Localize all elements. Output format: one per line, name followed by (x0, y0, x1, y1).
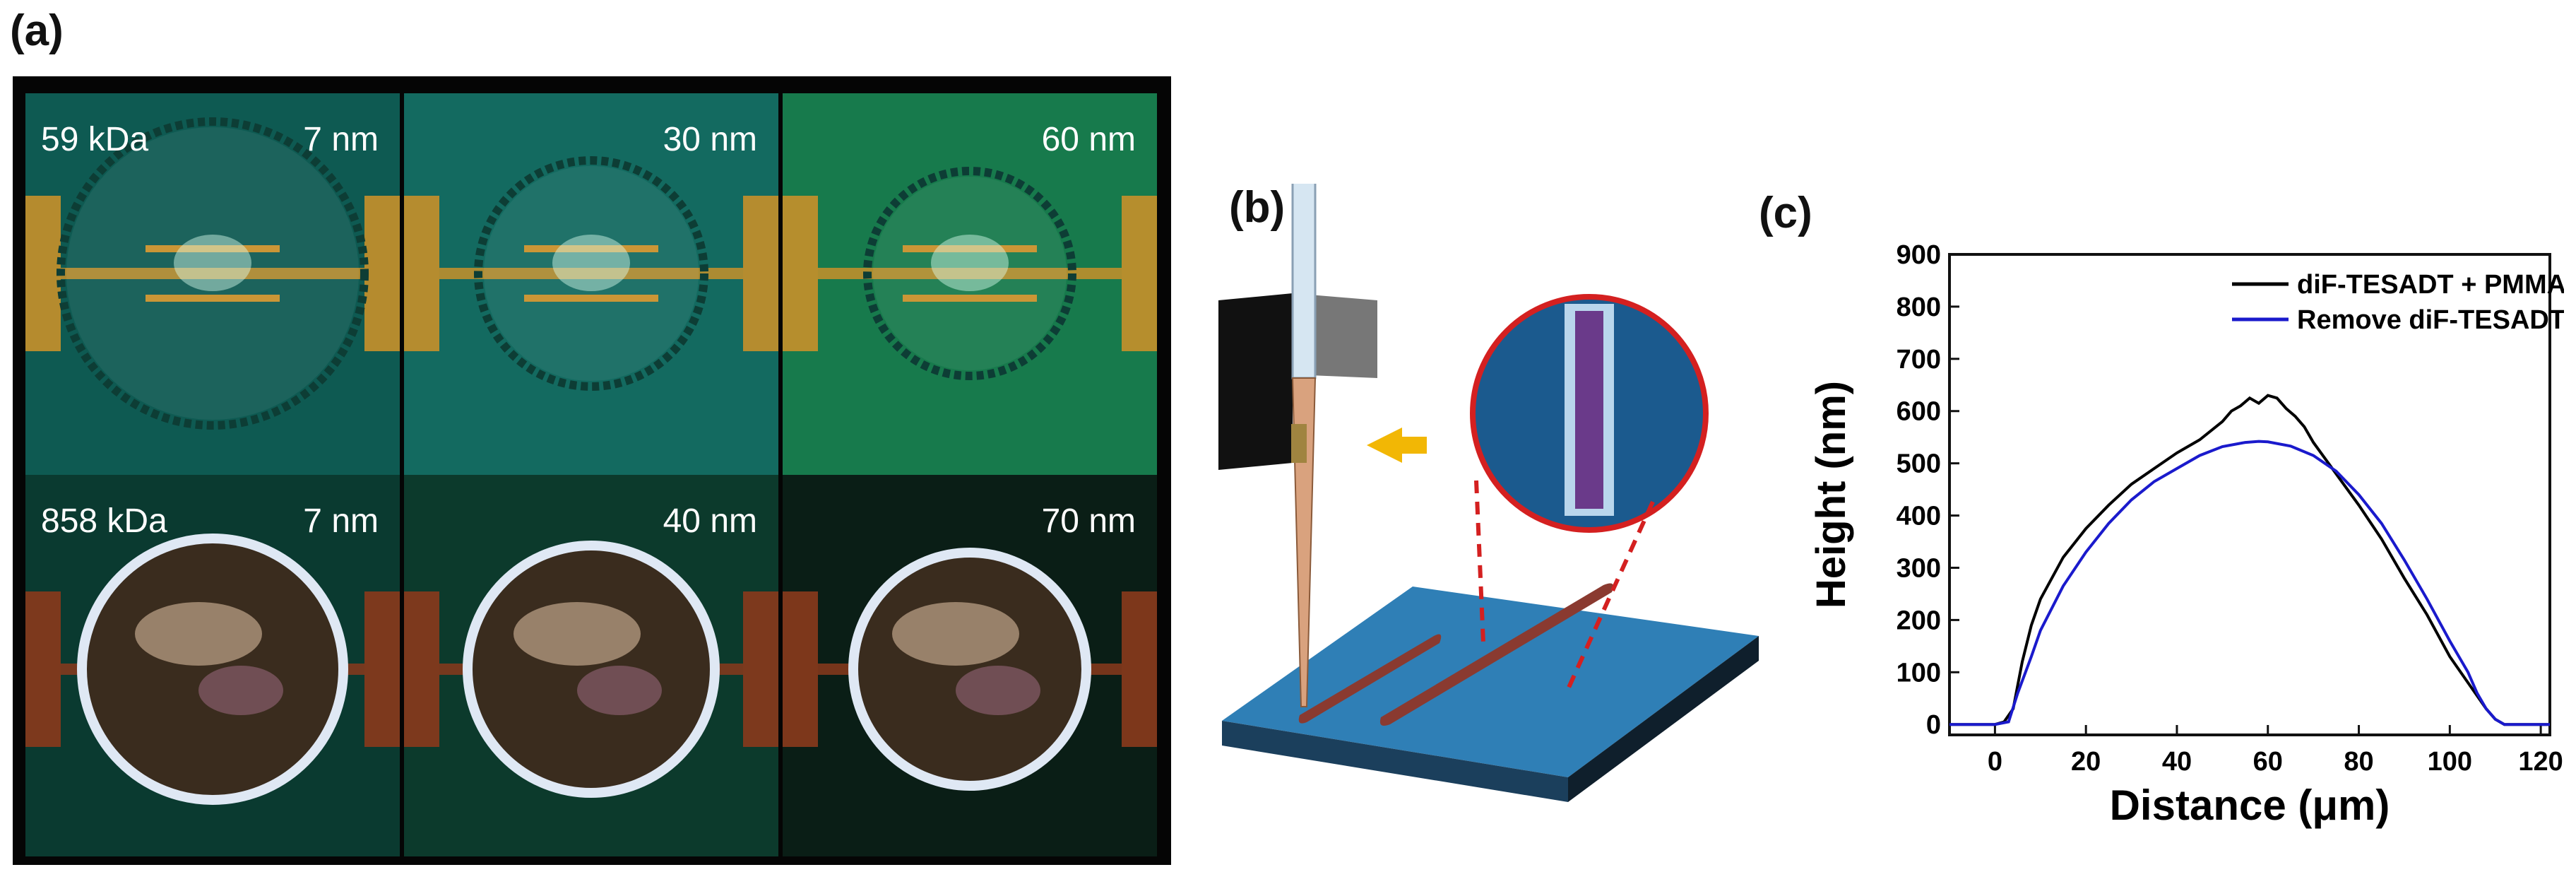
electrode-finger (146, 245, 280, 252)
electrode-pad (364, 196, 400, 351)
y-tick-label: 300 (1897, 553, 1941, 583)
electrode-line (818, 268, 1122, 279)
electrode-pad (404, 591, 439, 747)
x-tick-label: 120 (2518, 747, 2563, 777)
film-height-label: 30 nm (663, 121, 757, 158)
electrode-contact (1291, 424, 1307, 463)
micrograph-cell: 70 nm (783, 475, 1157, 856)
x-tick-label: 40 (2162, 747, 2192, 777)
x-tick-label: 60 (2253, 747, 2283, 777)
zoom-guide-line (1566, 500, 1655, 690)
micrograph-cell: 60 nm (783, 93, 1157, 475)
pipette-holder (1218, 293, 1293, 470)
printed-line (1298, 634, 1442, 724)
y-tick-label: 800 (1897, 293, 1941, 322)
crystal-domain (956, 666, 1040, 715)
electrode-finger (524, 245, 658, 252)
electrode-line (439, 268, 743, 279)
droplet-ring (863, 167, 1076, 380)
droplet-ring (474, 156, 708, 391)
x-tick-label: 100 (2428, 747, 2472, 777)
y-tick-label: 600 (1897, 397, 1941, 427)
film-height-label: 7 nm (303, 502, 379, 540)
electrode-finger (903, 295, 1037, 302)
film-height-label: 40 nm (663, 502, 757, 540)
film-height-label: 70 nm (1041, 502, 1136, 540)
x-tick-label: 80 (2344, 747, 2373, 777)
droplet-film (484, 166, 699, 381)
x-tick-label: 20 (2071, 747, 2101, 777)
substrate-front (1222, 721, 1568, 802)
zoom-guide-line (1474, 480, 1485, 644)
y-tick-label: 700 (1897, 345, 1941, 375)
electrode-pad (783, 591, 818, 747)
droplet-rim (463, 541, 720, 798)
plot-frame (1948, 253, 2551, 736)
crystal-domain (577, 666, 662, 715)
series-line (1949, 394, 2550, 726)
electrode-pad (1122, 196, 1157, 351)
film-height-label: 7 nm (303, 121, 379, 158)
molecular-weight-label: 59 kDa (41, 121, 149, 158)
y-tick-label: 0 (1926, 710, 1941, 740)
height-profile-chart: 0 20 40 60 80 100 120 0 100 200 300 400 500 600 700 800… (1808, 240, 2564, 829)
micrograph-grid: 59 kDa 7 nm 30 nm 60 nm 858 kDa 7 nm 40 nm 70 n… (13, 76, 1171, 865)
y-axis-label: Height (nm) (1808, 381, 1854, 608)
crystal-highlight (931, 235, 1009, 291)
micrograph-cell: 40 nm (404, 475, 778, 856)
crystal-highlight (135, 602, 262, 666)
electrode-pad (25, 196, 61, 351)
electrode-pad (783, 196, 818, 351)
electrode-pad (25, 591, 61, 747)
printed-line (1379, 583, 1614, 726)
y-tick-label: 400 (1897, 502, 1941, 531)
droplet-rim (848, 548, 1091, 791)
y-tick-label: 900 (1897, 240, 1941, 270)
droplet-ring (57, 117, 369, 430)
crystal-highlight (552, 235, 630, 291)
panel-b-letter: (b) (1229, 183, 1286, 232)
series-line (1949, 440, 2550, 726)
droplet (82, 538, 343, 800)
x-tick-label: 0 (1988, 747, 2002, 777)
y-tick-label: 100 (1897, 658, 1941, 688)
micrograph-cell: 59 kDa 7 nm (25, 93, 400, 475)
crystal-highlight (174, 235, 251, 291)
electrode-finger (146, 295, 280, 302)
printing-schematic (1218, 184, 1759, 802)
electrode-pad (404, 196, 439, 351)
droplet-film (873, 177, 1067, 370)
electrode-line (61, 268, 364, 279)
y-tick-label: 500 (1897, 449, 1941, 479)
micrograph-cell: 30 nm (404, 93, 778, 475)
arrow-icon (1367, 428, 1427, 463)
droplet (853, 553, 1086, 786)
panel-a-letter: (a) (10, 6, 64, 55)
electrode-finger (903, 245, 1037, 252)
electrode-pad (743, 591, 778, 747)
x-axis-label: Distance (μm) (2110, 782, 2390, 829)
micrograph-cell: 858 kDa 7 nm (25, 475, 400, 856)
droplet-rim (77, 534, 348, 805)
droplet-film (66, 127, 359, 420)
crystal-domain (198, 666, 283, 715)
electrode-pad (1122, 591, 1157, 747)
crystal-highlight (514, 602, 641, 666)
y-tick-label: 200 (1897, 606, 1941, 635)
substrate-top (1222, 587, 1759, 777)
droplet (468, 546, 715, 793)
electrode-finger (524, 295, 658, 302)
crystal-highlight (892, 602, 1019, 666)
molecular-weight-label: 858 kDa (41, 502, 167, 540)
electrode-pad (364, 591, 400, 747)
panel-c-letter: (c) (1759, 189, 1812, 237)
legend-label: diF-TESADT + PMMA (2297, 270, 2564, 300)
film-height-label: 60 nm (1041, 121, 1136, 158)
legend-label: Remove diF-TESADT (2297, 305, 2564, 335)
substrate-side (1568, 636, 1759, 802)
pipette-tube (1291, 184, 1317, 379)
electrode-pad (743, 196, 778, 351)
crystal-fill (1575, 311, 1603, 509)
